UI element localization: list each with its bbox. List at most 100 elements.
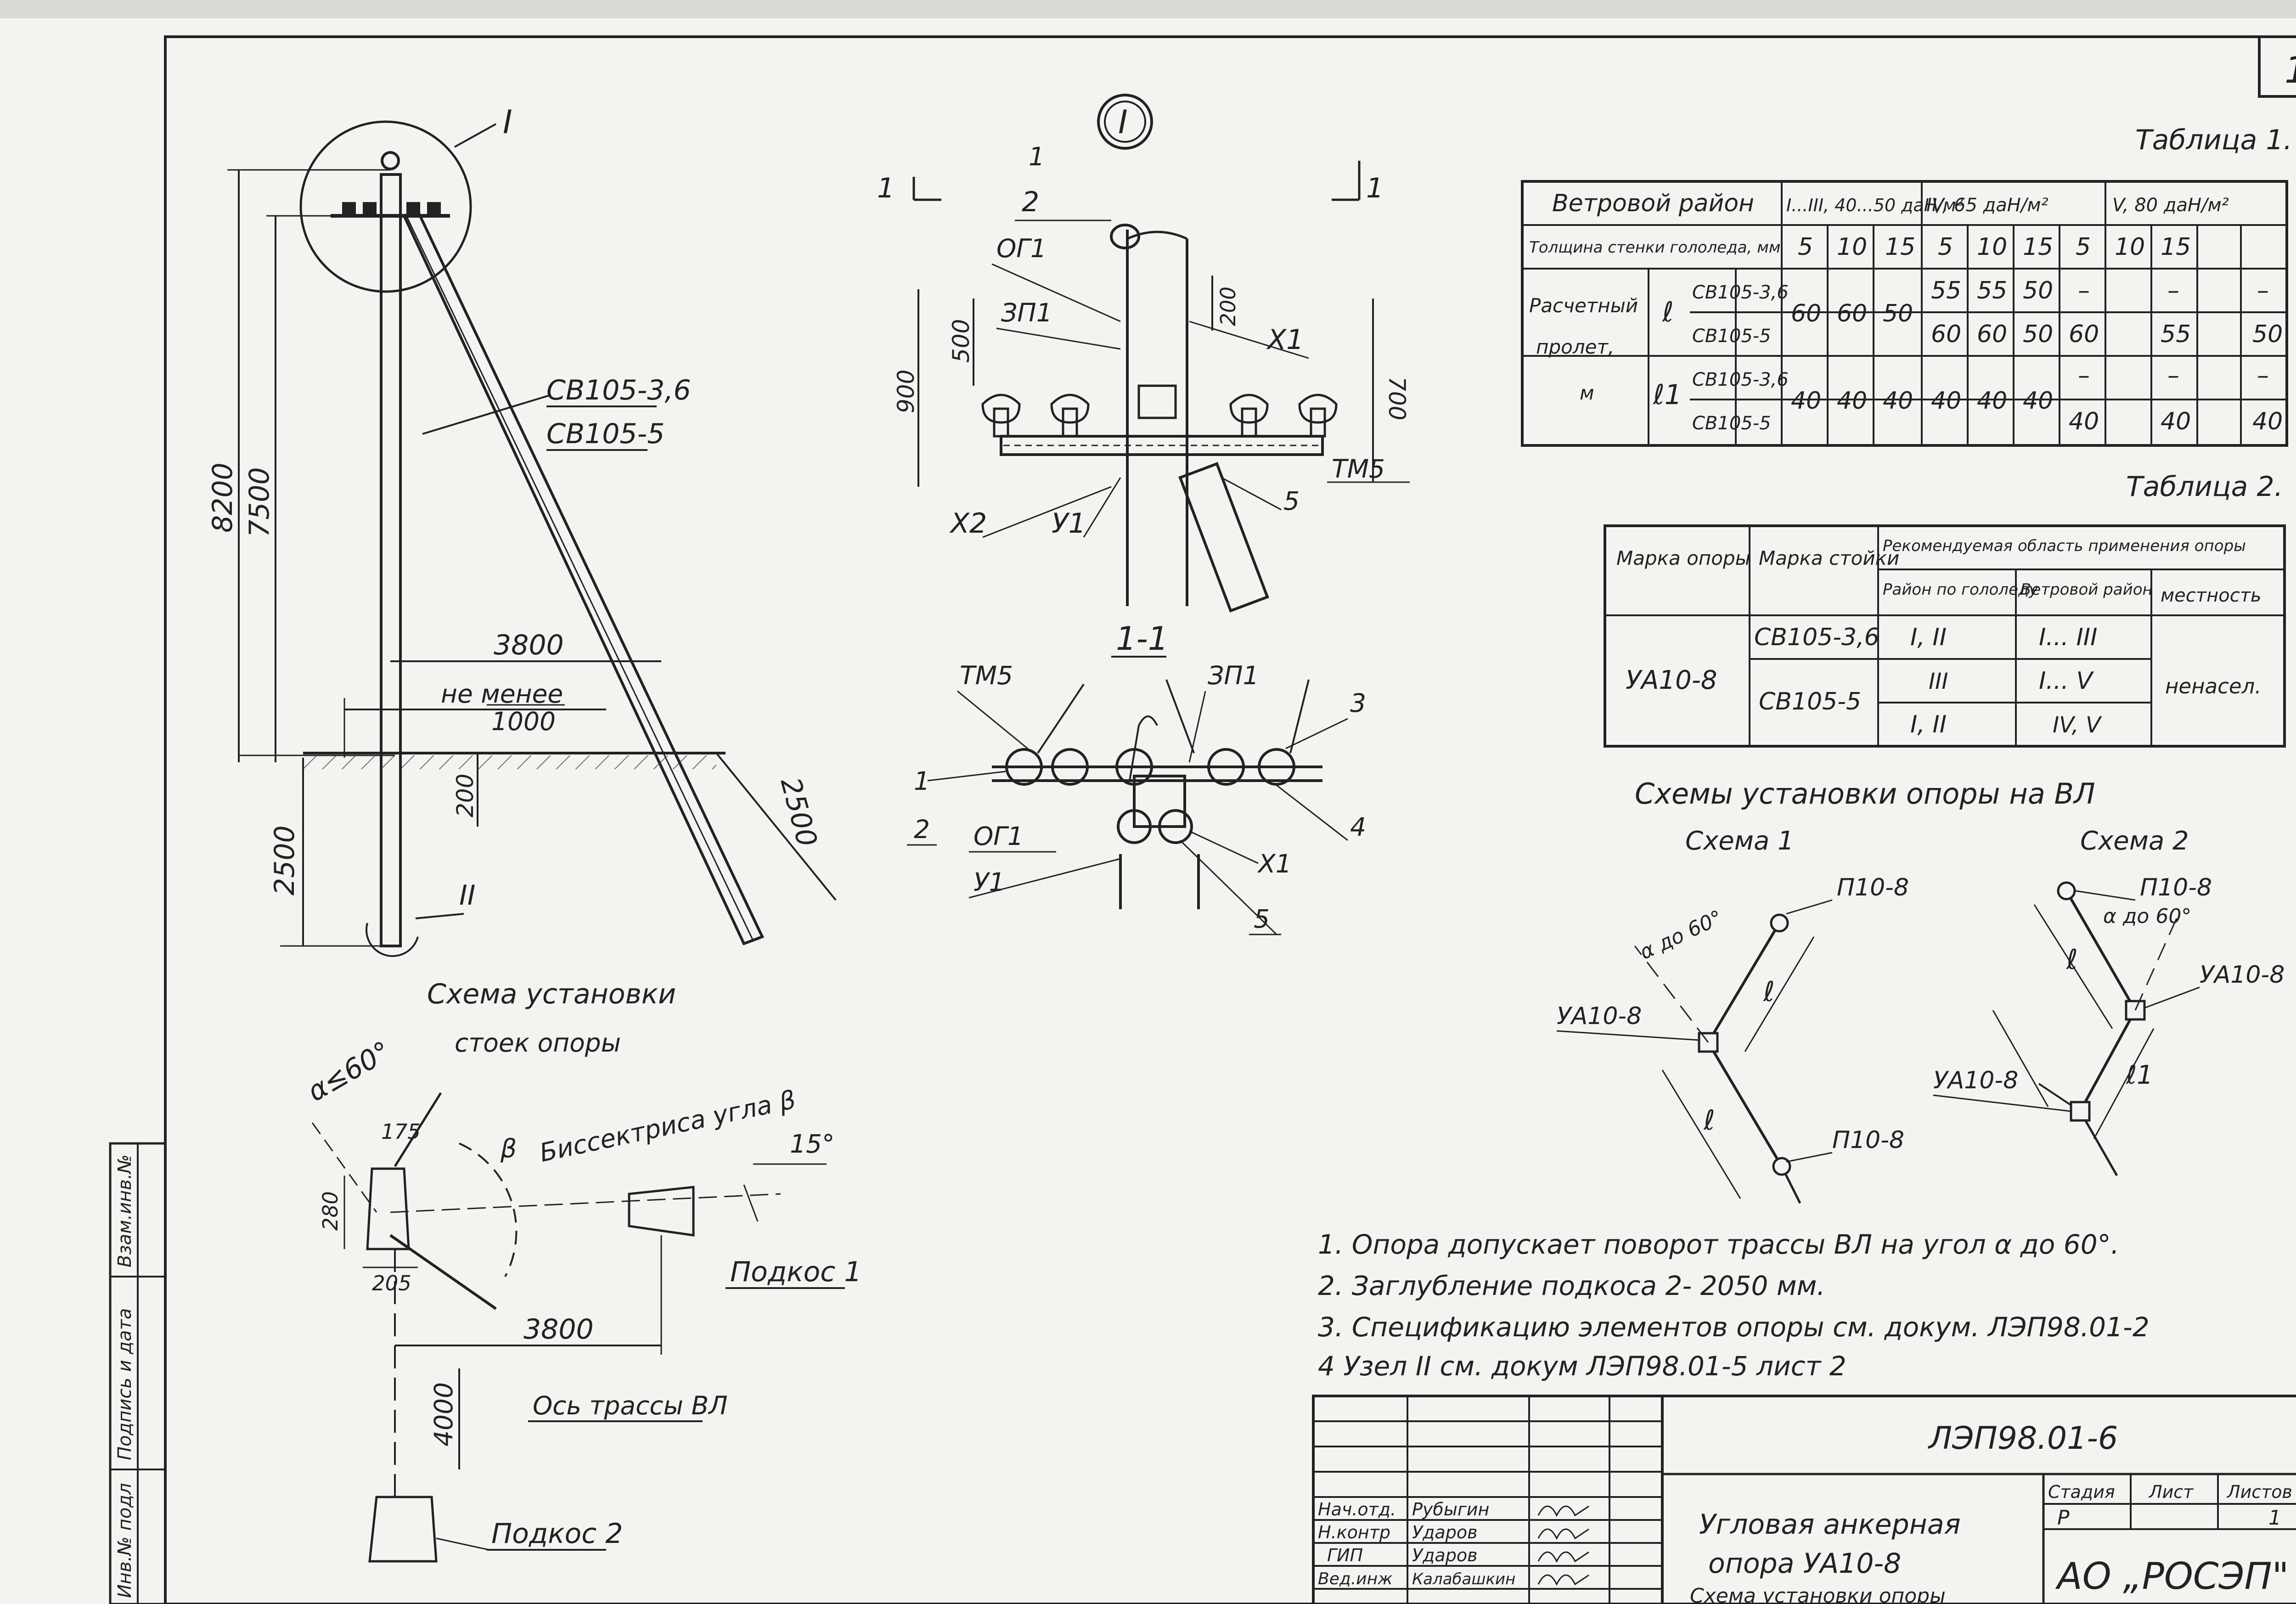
elevation-view: I СВ105-3,6 СВ105-5 8200 7500	[207, 103, 837, 1058]
plan-beta: β	[500, 1134, 517, 1163]
detail-label-5: 5	[1283, 486, 1300, 516]
stamp-title-3: Схема установки опоры	[1690, 1584, 1946, 1604]
title-block: ЛЭП98.01-6 Нач.отд. Н.контр ГИП Вед.инж …	[1312, 1395, 2296, 1604]
scheme2-angle: α до 60°	[2103, 905, 2191, 928]
table1-r1-c6: 60	[2069, 321, 2099, 348]
table1-span-3: м	[1580, 382, 1594, 404]
table1-r0-mark: СВ105-3,6	[1692, 282, 1789, 303]
table-2: Таблица 2. Марка опоры Марка стойки Реко…	[1604, 471, 2286, 748]
detail-label-og1: ОГ1	[996, 234, 1047, 263]
table-1: Таблица 1. Ветровой район I...III, 40...…	[1521, 124, 2292, 447]
table1-r2-c2: 40	[1883, 387, 1913, 415]
table1-r0-c2: 50	[1883, 300, 1913, 327]
table1-wind-1: I...III, 40...50 даН/м²	[1786, 195, 1963, 215]
table2-col-post: Марка стойки	[1759, 547, 1899, 569]
side-stamp-inv: Инв.№ подл	[114, 1483, 135, 1598]
scheme2-title: Схема 2	[2080, 826, 2189, 856]
stamp-role-4: Вед.инж	[1318, 1570, 1393, 1588]
section-label-og1: ОГ1	[974, 822, 1024, 851]
scheme1-node-bottom	[1772, 1157, 1791, 1176]
pole	[380, 173, 402, 947]
scheme1-p10-top: П10-8	[1837, 874, 1909, 901]
table1-ice-5: 15	[2023, 233, 2053, 261]
table1-r2-c7: –	[2167, 362, 2179, 389]
table1-r3-c8: 40	[2252, 408, 2283, 435]
detail-label-zp1: ЗП1	[1001, 298, 1052, 327]
detail-view: I 1 1 1 2 ОГ1	[877, 94, 1410, 613]
stamp-name-2: Ударов	[1412, 1522, 1477, 1542]
scheme1-l-bottom: ℓ	[1703, 1104, 1715, 1137]
table1-wind-2: IV, 65 даН/м²	[1926, 195, 2048, 216]
scheme1-angle: α до 60°	[1636, 906, 1726, 964]
scheme2-node-top	[2057, 881, 2076, 900]
table1-r2-c8: –	[2257, 362, 2269, 389]
section-label-3: 3	[1350, 688, 1366, 718]
table2-title: Таблица 2.	[2126, 471, 2283, 503]
stamp-code: ЛЭП98.01-6	[1927, 1420, 2118, 1457]
section-label-4: 4	[1350, 812, 1366, 842]
plan-dim-3800: 3800	[523, 1313, 594, 1345]
node-marker-1: I	[503, 103, 512, 141]
plan-route-axis: Ось трассы ВЛ	[533, 1391, 728, 1420]
scheme2-ua10-bottom: УА10-8	[1933, 1067, 2018, 1094]
dim-2500-brace: 2500	[774, 774, 823, 850]
table1-r2-c3: 40	[1931, 387, 1961, 415]
notes: 1. Опора допускает поворот трассы ВЛ на …	[1318, 1229, 2150, 1382]
table2-r0-post: СВ105-3,6	[1754, 624, 1880, 651]
stamp-title-1: Угловая анкерная	[1699, 1508, 1961, 1541]
section-title: 1-1	[1116, 620, 1168, 658]
scheme2-l1: ℓ1	[2126, 1060, 2153, 1090]
side-stamp-sign: Подпись и дата	[114, 1308, 135, 1460]
dim-200: 200	[452, 774, 478, 817]
scan-noise-top	[0, 0, 2296, 18]
scheme2-node-mid	[2125, 1000, 2146, 1021]
table2-r1-wind: I... V	[2039, 667, 2094, 695]
table1-r1-c5: 50	[2023, 321, 2053, 348]
detail-label-2: 2	[1022, 186, 1039, 218]
section-label-1: 1	[914, 766, 930, 796]
table1-title: Таблица 1.	[2135, 124, 2292, 156]
table1-ice-2: 15	[1885, 233, 1915, 261]
insulators-top	[331, 151, 450, 218]
table1-r0-c7: –	[2167, 277, 2179, 304]
table1-r0-c3: 55	[1931, 277, 1961, 304]
table1-r0-c4: 55	[1977, 277, 2007, 304]
table2-r0-ice: I, II	[1910, 624, 1947, 651]
stamp-role-3: ГИП	[1327, 1545, 1363, 1565]
stamp-role-1: Нач.отд.	[1318, 1499, 1396, 1520]
side-stamp-replace: Взам.инв.№	[114, 1154, 135, 1267]
table1-sym-l: ℓ	[1662, 296, 1674, 328]
stamp-org: АО „РОСЭП"	[2055, 1555, 2289, 1598]
table1-r2-c5: 40	[2023, 387, 2053, 415]
table1-r0-c1: 60	[1837, 300, 1867, 327]
table1-ice-6: 5	[2076, 233, 2091, 261]
table1-r1-c4: 60	[1977, 321, 2007, 348]
stamp-stage: Р	[2057, 1506, 2070, 1530]
table1-r3-c7: 40	[2161, 408, 2191, 435]
table1-ice-4: 10	[1977, 233, 2007, 261]
table1-header-wind: Ветровой район	[1552, 190, 1754, 217]
installation-schemes: Схемы установки опоры на ВЛ Схема 1 Схем…	[1556, 777, 2285, 1204]
table2-r1-post: СВ105-5	[1759, 688, 1861, 715]
scheme1-p10-bottom: П10-8	[1832, 1126, 1904, 1154]
plan-dim-280: 280	[318, 1191, 343, 1231]
table1-r1-mark: СВ105-5	[1692, 326, 1771, 347]
dim-3800: 3800	[494, 629, 564, 661]
table1-r0-c6: –	[2078, 277, 2090, 304]
section-view: 1-1 ТМ5 ЗП1 3 1 2 4 О	[907, 620, 1366, 935]
detail-label-x2: Х2	[949, 507, 987, 540]
note-3: 3. Спецификацию элементов опоры см. доку…	[1318, 1311, 2150, 1343]
plan-brace2: Подкос 2	[491, 1518, 623, 1550]
table1-ice-0: 5	[1798, 233, 1813, 261]
stamp-role-2: Н.контр	[1318, 1522, 1390, 1542]
detail-label-tm5: ТМ5	[1332, 454, 1385, 484]
table1-r0-c8: –	[2257, 277, 2269, 304]
table2-col-wind: Ветровой район	[2020, 580, 2153, 599]
table1-r0-c5: 50	[2023, 277, 2053, 304]
table2-terrain: ненасел.	[2165, 674, 2262, 698]
table1-ice-1: 10	[1837, 233, 1867, 261]
table1-r1-c3: 60	[1931, 321, 1961, 348]
table1-r2-c0: 40	[1791, 387, 1821, 415]
table1-r2-c4: 40	[1977, 387, 2007, 415]
